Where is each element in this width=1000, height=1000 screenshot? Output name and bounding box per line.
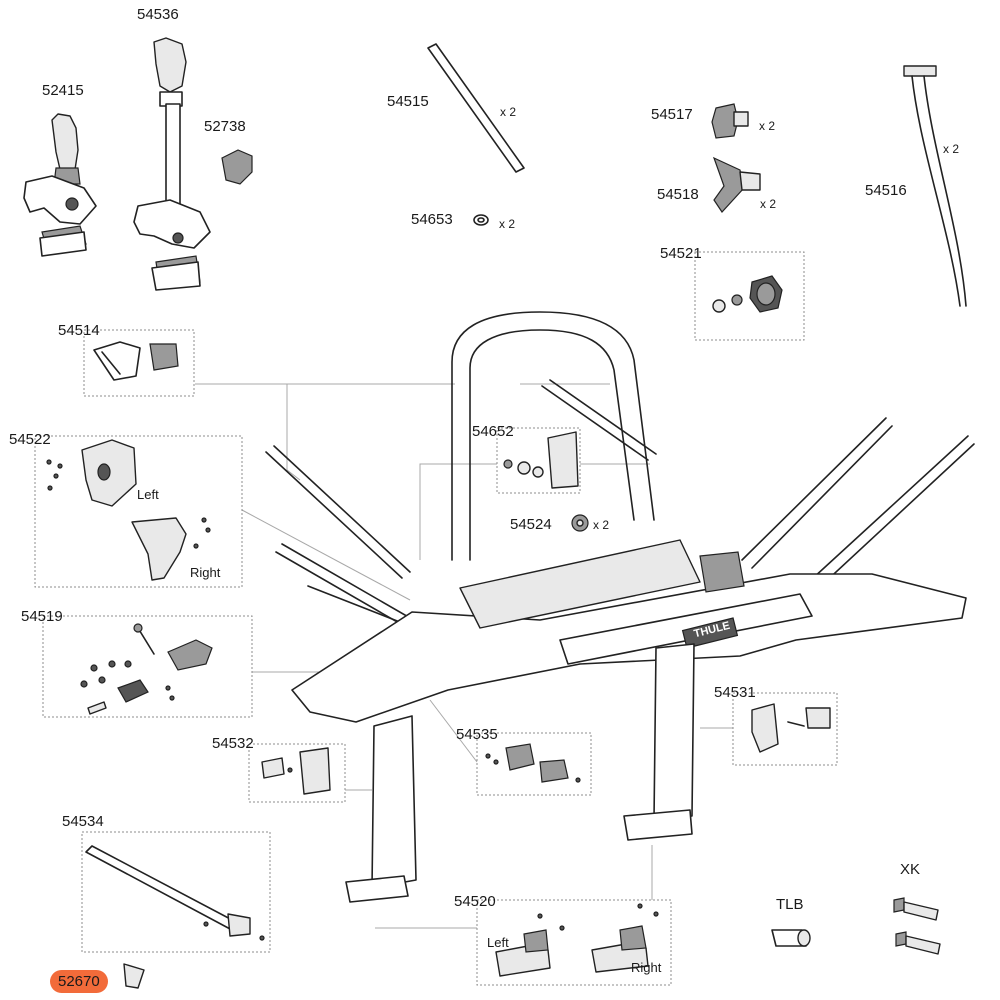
qty-54517: x 2 bbox=[759, 119, 776, 133]
label-54531: 54531 bbox=[714, 684, 756, 701]
part-54535-clips bbox=[485, 743, 581, 783]
part-54518-knob bbox=[712, 156, 761, 213]
part-54517-knob bbox=[711, 103, 749, 139]
part-54532-bracket bbox=[261, 747, 331, 795]
label-54515: 54515 bbox=[387, 93, 429, 110]
label-54518: 54518 bbox=[657, 186, 699, 203]
qty-54524: x 2 bbox=[593, 518, 610, 532]
qty-54518: x 2 bbox=[760, 197, 777, 211]
label-52738: 52738 bbox=[204, 118, 246, 135]
part-54524-bearing bbox=[571, 514, 589, 532]
box-54520 bbox=[476, 899, 672, 986]
group-boxes bbox=[34, 251, 838, 986]
label-54536: 54536 bbox=[137, 6, 179, 23]
label-xk: XK bbox=[900, 861, 921, 878]
qty-54653: x 2 bbox=[499, 217, 516, 231]
label-54519: 54519 bbox=[21, 608, 63, 625]
label-tlb: TLB bbox=[776, 896, 804, 913]
part-52670-clip bbox=[123, 963, 145, 989]
box-54535 bbox=[476, 732, 592, 796]
part-tlb-lock-cylinder bbox=[771, 929, 811, 947]
label-54520-left: Left bbox=[487, 935, 509, 950]
label-54517: 54517 bbox=[651, 106, 693, 123]
part-54534-lever bbox=[85, 845, 265, 941]
label-54535: 54535 bbox=[456, 726, 498, 743]
qty-54515: x 2 bbox=[500, 105, 517, 119]
part-54652-bracket bbox=[503, 431, 579, 489]
label-54652: 54652 bbox=[472, 423, 514, 440]
label-54522-right: Right bbox=[190, 565, 221, 580]
part-52415-wheel-holder bbox=[23, 113, 97, 257]
box-54652 bbox=[496, 427, 581, 494]
part-54522-end-caps bbox=[46, 439, 211, 581]
label-54524: 54524 bbox=[510, 516, 552, 533]
part-54520-feet bbox=[495, 903, 659, 977]
box-54534 bbox=[81, 831, 271, 953]
part-54521-lock-knob bbox=[712, 275, 783, 313]
label-54522-left: Left bbox=[137, 487, 159, 502]
box-54521 bbox=[694, 251, 805, 341]
label-54532: 54532 bbox=[212, 735, 254, 752]
box-54532 bbox=[248, 743, 346, 803]
qty-54516: x 2 bbox=[943, 142, 960, 156]
label-54521: 54521 bbox=[660, 245, 702, 262]
part-54519-latch-set bbox=[80, 623, 213, 715]
label-54653: 54653 bbox=[411, 211, 453, 228]
label-54522: 54522 bbox=[9, 431, 51, 448]
label-52670-highlighted: 52670 bbox=[50, 970, 108, 993]
bike-carrier-frame bbox=[265, 311, 975, 903]
label-54520-right: Right bbox=[631, 960, 662, 975]
part-54531-latch bbox=[751, 703, 831, 753]
label-54516: 54516 bbox=[865, 182, 907, 199]
box-54519 bbox=[42, 615, 253, 718]
label-52415: 52415 bbox=[42, 82, 84, 99]
part-54653-ring bbox=[473, 214, 489, 226]
part-52738-knob bbox=[221, 149, 253, 185]
leader-lines bbox=[195, 383, 733, 929]
part-xk-keys bbox=[893, 897, 941, 955]
part-54516-strap bbox=[903, 65, 967, 307]
box-54522 bbox=[34, 435, 243, 588]
label-54514: 54514 bbox=[58, 322, 100, 339]
label-54520: 54520 bbox=[454, 893, 496, 910]
box-54531 bbox=[732, 692, 838, 766]
part-54515-strip bbox=[427, 43, 525, 173]
label-54534: 54534 bbox=[62, 813, 104, 830]
part-54514-buckle bbox=[93, 341, 179, 381]
part-54536-tall-wheel-holder bbox=[133, 37, 211, 291]
